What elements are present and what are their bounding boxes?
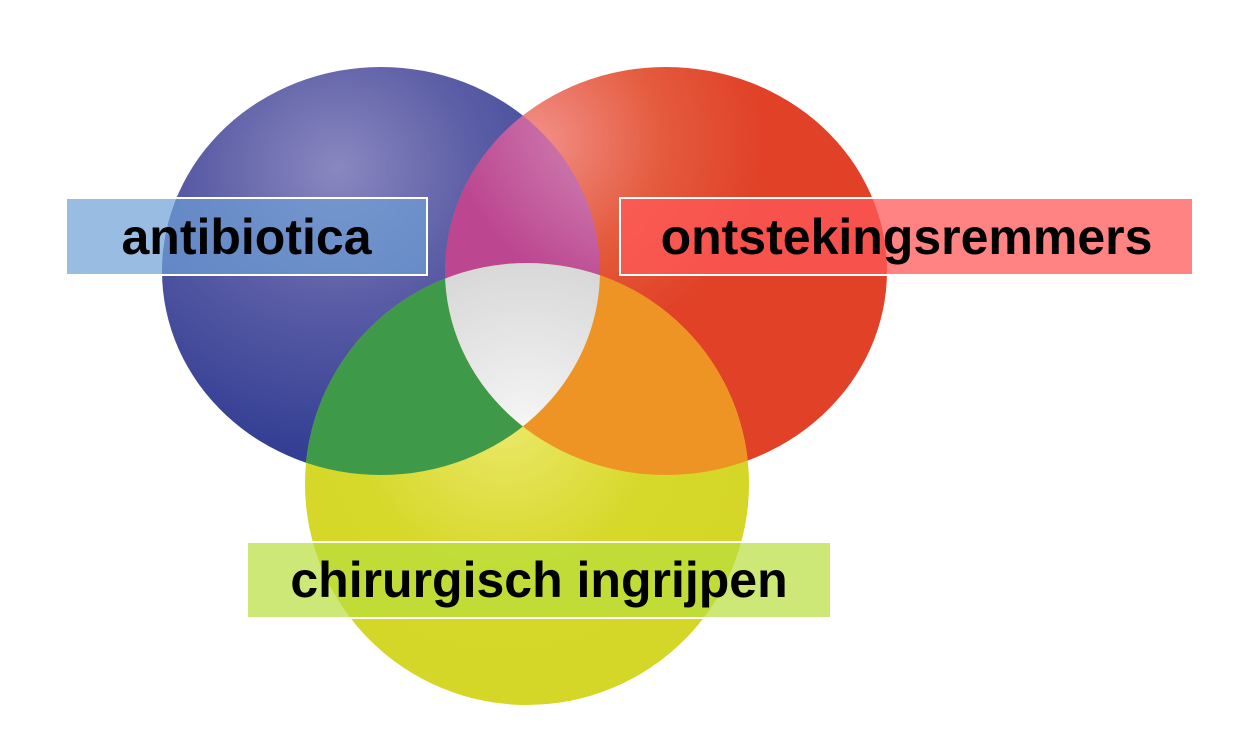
label-ontstekingsremmers: ontstekingsremmers: [619, 197, 1194, 276]
label-chirurgisch-ingrijpen-text: chirurgisch ingrijpen: [290, 552, 788, 608]
intersection-ontstekingsremmers-chirurgisch: [445, 263, 749, 475]
intersection-antibiotica-chirurgisch: [305, 263, 600, 475]
label-ontstekingsremmers-text: ontstekingsremmers: [660, 208, 1153, 265]
label-chirurgisch-ingrijpen: chirurgisch ingrijpen: [248, 541, 830, 619]
label-antibiotica-text: antibiotica: [121, 208, 372, 265]
label-antibiotica: antibiotica: [65, 197, 428, 276]
